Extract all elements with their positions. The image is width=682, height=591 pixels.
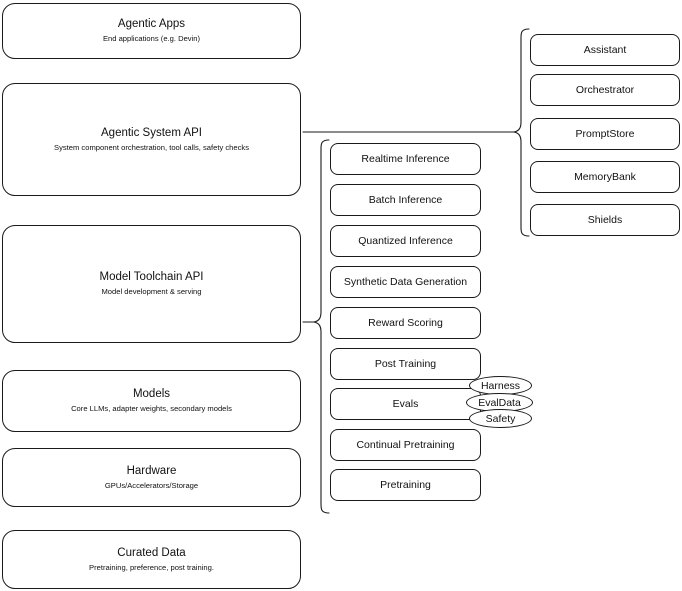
layer-title: Agentic System API bbox=[101, 126, 202, 139]
layer-agentic-apps[interactable]: Agentic Apps End applications (e.g. Devi… bbox=[2, 3, 301, 59]
layer-subtitle: Core LLMs, adapter weights, secondary mo… bbox=[71, 404, 232, 413]
layer-agentic-system-api[interactable]: Agentic System API System component orch… bbox=[2, 83, 301, 196]
capability-pretraining[interactable]: Pretraining bbox=[330, 469, 481, 501]
capability-label: Synthetic Data Generation bbox=[343, 276, 468, 288]
component-shields[interactable]: Shields bbox=[530, 204, 680, 236]
layer-title: Models bbox=[132, 388, 171, 400]
evals-tag-safety[interactable]: Safety bbox=[469, 409, 532, 428]
capability-batch-inference[interactable]: Batch Inference bbox=[330, 184, 481, 216]
capability-quantized-inference[interactable]: Quantized Inference bbox=[330, 225, 481, 257]
component-label: PromptStore bbox=[575, 128, 635, 140]
capability-label: Evals bbox=[392, 398, 419, 410]
evals-tag-label: Safety bbox=[485, 412, 516, 425]
layer-title: Model Toolchain API bbox=[99, 271, 204, 283]
layer-hardware[interactable]: Hardware GPUs/Accelerators/Storage bbox=[2, 448, 301, 507]
component-label: Shields bbox=[587, 214, 623, 226]
capability-evals[interactable]: Evals bbox=[330, 388, 481, 420]
layer-curated-data[interactable]: Curated Data Pretraining, preference, po… bbox=[2, 530, 301, 589]
layer-title: Agentic Apps bbox=[117, 18, 186, 30]
capability-label: Reward Scoring bbox=[368, 317, 443, 329]
evals-tag-label: Harness bbox=[480, 379, 521, 392]
layer-title: Curated Data bbox=[117, 546, 186, 559]
capability-label: Batch Inference bbox=[368, 194, 443, 206]
brace-toolchain-capabilities bbox=[313, 139, 330, 514]
capability-label: Quantized Inference bbox=[358, 235, 453, 247]
brace-system-components bbox=[513, 28, 530, 237]
layer-model-toolchain-api[interactable]: Model Toolchain API Model development & … bbox=[2, 225, 301, 343]
capability-label: Post Training bbox=[374, 358, 437, 370]
capability-label: Continual Pretraining bbox=[356, 439, 455, 451]
capability-label: Realtime Inference bbox=[361, 153, 450, 165]
layer-subtitle: Pretraining, preference, post training. bbox=[89, 562, 214, 572]
layer-subtitle: Model development & serving bbox=[101, 287, 202, 296]
capability-realtime-inference[interactable]: Realtime Inference bbox=[330, 143, 481, 175]
component-label: Orchestrator bbox=[575, 84, 635, 96]
layer-subtitle: System component orchestration, tool cal… bbox=[54, 142, 249, 152]
component-assistant[interactable]: Assistant bbox=[530, 34, 680, 66]
capability-reward-scoring[interactable]: Reward Scoring bbox=[330, 307, 481, 339]
layer-subtitle: End applications (e.g. Devin) bbox=[102, 34, 201, 43]
capability-post-training[interactable]: Post Training bbox=[330, 348, 481, 380]
component-label: Assistant bbox=[583, 44, 627, 56]
component-memorybank[interactable]: MemoryBank bbox=[530, 161, 680, 193]
capability-continual-pretraining[interactable]: Continual Pretraining bbox=[330, 429, 481, 461]
component-label: MemoryBank bbox=[574, 171, 636, 183]
component-orchestrator[interactable]: Orchestrator bbox=[530, 74, 680, 106]
layer-title: Hardware bbox=[126, 464, 177, 477]
layer-subtitle: GPUs/Accelerators/Storage bbox=[104, 480, 199, 490]
layer-models[interactable]: Models Core LLMs, adapter weights, secon… bbox=[2, 370, 301, 432]
evals-tag-label: EvalData bbox=[478, 396, 521, 409]
component-promptstore[interactable]: PromptStore bbox=[530, 118, 680, 150]
capability-label: Pretraining bbox=[380, 479, 431, 491]
capability-synthetic-data-generation[interactable]: Synthetic Data Generation bbox=[330, 266, 481, 298]
